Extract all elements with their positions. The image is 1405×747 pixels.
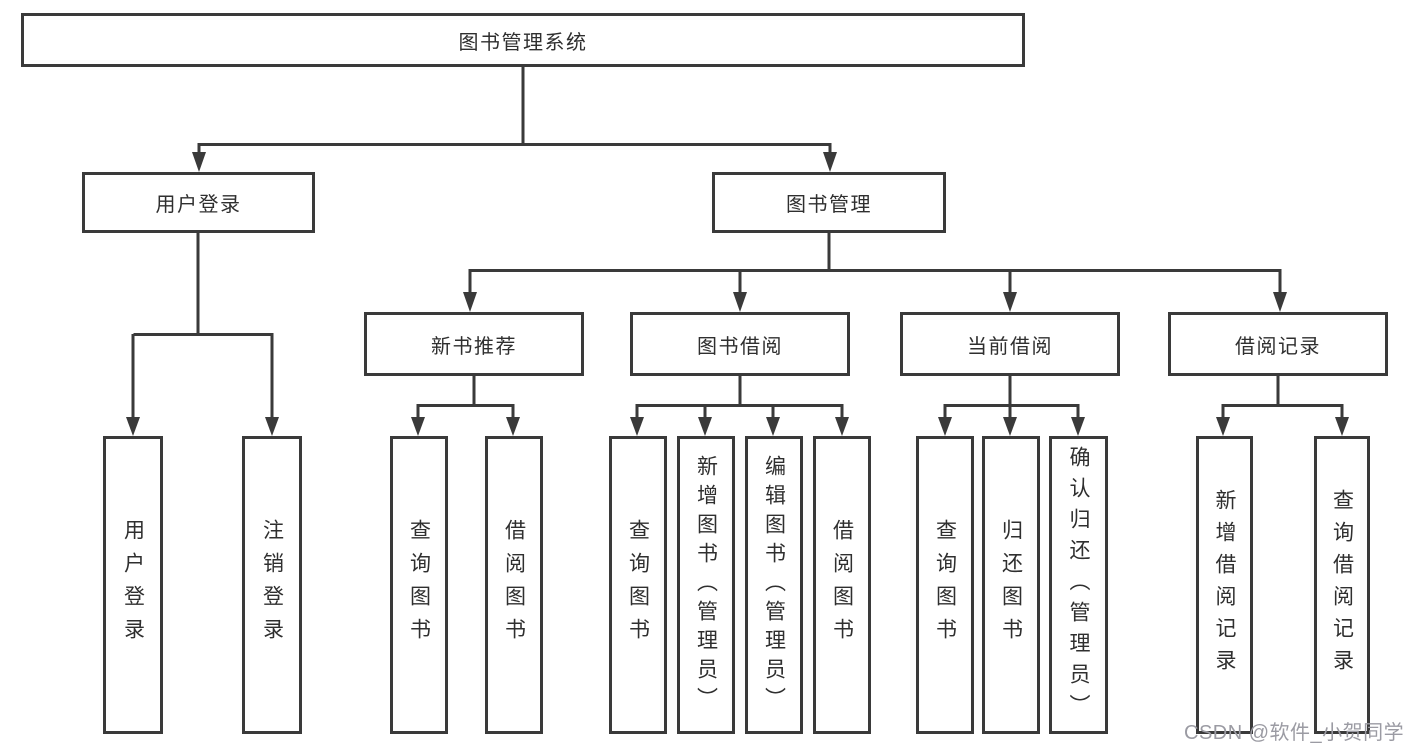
leaf-recommend-borrow-books-label: 借阅图书: [502, 519, 526, 651]
node-new-book-recommendation-label: 新书推荐: [431, 335, 517, 358]
leaf-recommend-borrow-books: 借阅图书: [485, 436, 543, 734]
csdn-watermark: CSDN @软件_小贺同学: [1184, 722, 1405, 744]
node-library-management-system: 图书管理系统: [21, 13, 1025, 67]
node-book-borrowing: 图书借阅: [630, 312, 850, 376]
node-book-management: 图书管理: [712, 172, 946, 233]
leaf-add-books-admin: 新增图书（管理员）: [677, 436, 735, 734]
node-user-login-label: 用户登录: [155, 194, 242, 216]
node-current-borrowing: 当前借阅: [900, 312, 1120, 376]
leaf-current-query-books: 查询图书: [916, 436, 974, 734]
leaf-add-books-admin-label: 新增图书（管理员）: [694, 454, 718, 716]
node-borrowing-records-label: 借阅记录: [1235, 335, 1321, 358]
leaf-query-borrow-record-label: 查询借阅记录: [1330, 489, 1354, 681]
leaf-logout: 注销登录: [242, 436, 302, 734]
leaf-current-query-books-label: 查询图书: [933, 519, 957, 651]
node-library-management-system-label: 图书管理系统: [458, 31, 588, 54]
leaf-user-login-label: 用户登录: [121, 519, 145, 651]
node-book-borrowing-label: 图书借阅: [697, 335, 783, 358]
node-new-book-recommendation: 新书推荐: [364, 312, 584, 376]
leaf-borrowing-borrow-books: 借阅图书: [813, 436, 871, 734]
leaf-borrowing-query-books: 查询图书: [609, 436, 667, 734]
node-current-borrowing-label: 当前借阅: [967, 335, 1053, 358]
leaf-edit-books-admin: 编辑图书（管理员）: [745, 436, 803, 734]
node-borrowing-records: 借阅记录: [1168, 312, 1388, 376]
leaf-edit-books-admin-label: 编辑图书（管理员）: [762, 454, 786, 716]
node-book-management-label: 图书管理: [786, 194, 872, 216]
leaf-recommend-query-books-label: 查询图书: [407, 519, 431, 651]
tree-edges: [131, 67, 1344, 420]
arrowheads: [126, 152, 1349, 436]
leaf-recommend-query-books: 查询图书: [390, 436, 448, 734]
node-user-login: 用户登录: [82, 172, 315, 233]
leaf-user-login: 用户登录: [103, 436, 163, 734]
leaf-confirm-return-admin: 确认归还（管理员）: [1049, 436, 1108, 734]
leaf-borrowing-borrow-books-label: 借阅图书: [830, 519, 854, 651]
leaf-confirm-return-admin-label: 确认归还（管理员）: [1067, 445, 1090, 725]
leaf-logout-label: 注销登录: [260, 519, 284, 651]
leaf-return-books-label: 归还图书: [999, 519, 1023, 651]
leaf-borrowing-query-books-label: 查询图书: [626, 519, 650, 651]
leaf-add-borrow-record-label: 新增借阅记录: [1213, 489, 1236, 681]
leaf-add-borrow-record: 新增借阅记录: [1196, 436, 1253, 734]
leaf-query-borrow-record: 查询借阅记录: [1314, 436, 1370, 734]
leaf-return-books: 归还图书: [982, 436, 1040, 734]
